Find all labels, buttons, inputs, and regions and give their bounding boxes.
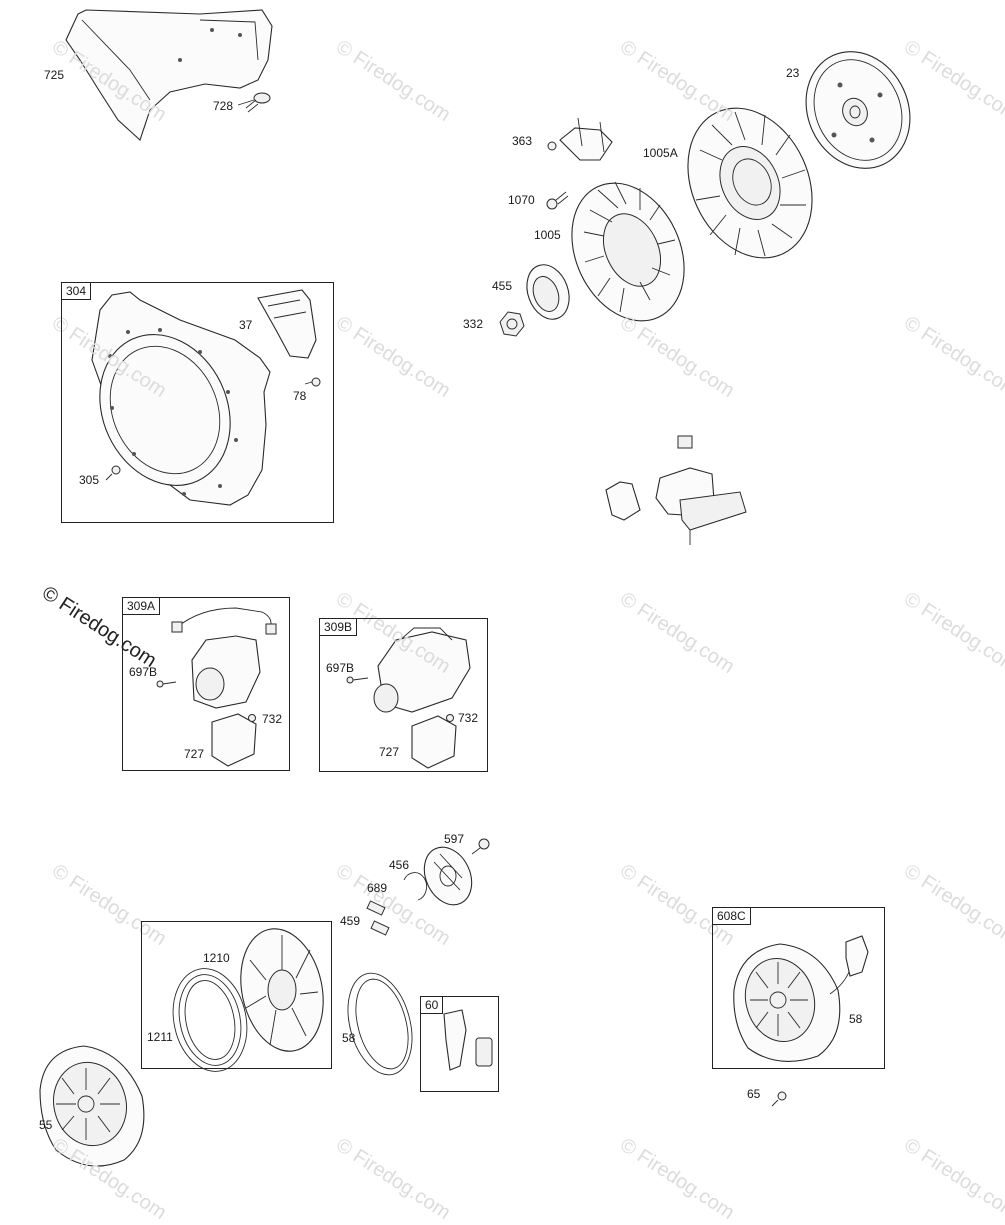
label-78[interactable]: 78 — [293, 389, 307, 403]
part-363-bracket[interactable] — [547, 117, 613, 161]
part-55-rewind-housing[interactable] — [39, 1045, 145, 1167]
group-tag-60: 60 — [420, 996, 444, 1014]
part-332-nut[interactable] — [499, 311, 525, 337]
label-1211[interactable]: 1211 — [147, 1030, 173, 1044]
part-58-starter-rope[interactable] — [338, 966, 423, 1082]
part-1005A-fan[interactable] — [664, 88, 835, 278]
label-459[interactable]: 459 — [340, 914, 361, 928]
part-725-shroud[interactable] — [65, 9, 273, 141]
label-1070[interactable]: 1070 — [508, 193, 535, 207]
part-304-blower-housing[interactable] — [76, 291, 271, 507]
parts-diagram — [39, 9, 928, 1167]
part-309B-starter-motor[interactable] — [373, 627, 471, 713]
part-455-starter-cup[interactable] — [520, 259, 577, 325]
group-309A-box: 309A — [122, 597, 290, 771]
part-597-screw[interactable] — [471, 838, 490, 855]
part-727-starter-cover-a[interactable] — [211, 713, 257, 767]
part-309A-starter-motor[interactable] — [171, 607, 277, 709]
part-ignition-module[interactable] — [605, 435, 747, 545]
label-1005[interactable]: 1005 — [534, 228, 561, 242]
label-55[interactable]: 55 — [39, 1118, 53, 1132]
group-304-box: 304 — [61, 282, 334, 523]
group-608C-box: 608C — [712, 907, 885, 1069]
group-tag-304: 304 — [61, 282, 92, 300]
label-728[interactable]: 728 — [213, 99, 234, 113]
label-305[interactable]: 305 — [79, 473, 100, 487]
part-60-starter-handle[interactable] — [443, 1009, 493, 1071]
part-697B-bolt-a[interactable] — [156, 680, 177, 688]
label-65[interactable]: 65 — [747, 1087, 761, 1101]
label-363[interactable]: 363 — [512, 134, 533, 148]
group-tag-309A: 309A — [122, 597, 161, 615]
group-309B-box: 309B — [319, 618, 488, 772]
label-697B-a[interactable]: 697B — [129, 665, 158, 679]
label-1005A[interactable]: 1005A — [643, 146, 678, 160]
label-597[interactable]: 597 — [444, 832, 465, 846]
label-455[interactable]: 455 — [492, 279, 513, 293]
label-23[interactable]: 23 — [786, 66, 800, 80]
label-1210[interactable]: 1210 — [203, 951, 230, 965]
part-456-retainer[interactable] — [415, 840, 480, 913]
label-727-b[interactable]: 727 — [379, 745, 400, 759]
part-65-screw[interactable] — [771, 1091, 787, 1107]
part-1211-recoil-spring[interactable] — [164, 962, 256, 1079]
label-58[interactable]: 58 — [342, 1031, 356, 1045]
part-732-nut-a[interactable] — [248, 714, 256, 722]
group-60-box: 60 — [420, 996, 499, 1092]
label-37[interactable]: 37 — [239, 318, 253, 332]
part-78-screw[interactable] — [304, 377, 321, 387]
part-732-nut-b[interactable] — [446, 714, 454, 722]
label-58-c[interactable]: 58 — [849, 1012, 863, 1026]
label-332[interactable]: 332 — [463, 317, 484, 331]
part-608C-rewind-starter[interactable] — [733, 935, 869, 1062]
label-456[interactable]: 456 — [389, 858, 410, 872]
part-728-bolt[interactable] — [237, 92, 271, 113]
part-697B-bolt-b[interactable] — [346, 676, 369, 684]
part-1005-fan[interactable] — [550, 165, 705, 339]
part-689-spring[interactable] — [403, 872, 428, 901]
part-23-flywheel[interactable] — [787, 34, 928, 185]
group-tag-608C: 608C — [712, 907, 751, 925]
label-727-a[interactable]: 727 — [184, 747, 205, 761]
label-725[interactable]: 725 — [44, 68, 65, 82]
label-732-b[interactable]: 732 — [458, 711, 479, 725]
part-727-starter-cover-b[interactable] — [411, 715, 457, 769]
group-1210-box — [141, 921, 332, 1069]
part-1070-bolt[interactable] — [546, 191, 569, 210]
label-689[interactable]: 689 — [367, 881, 388, 895]
group-tag-309B: 309B — [319, 618, 358, 636]
part-459-pawls[interactable] — [366, 900, 390, 936]
part-1210-pulley[interactable] — [230, 921, 334, 1059]
label-732-a[interactable]: 732 — [262, 712, 283, 726]
part-305-screw[interactable] — [105, 465, 121, 481]
part-37-shield[interactable] — [257, 289, 317, 359]
label-697B-b[interactable]: 697B — [326, 661, 355, 675]
